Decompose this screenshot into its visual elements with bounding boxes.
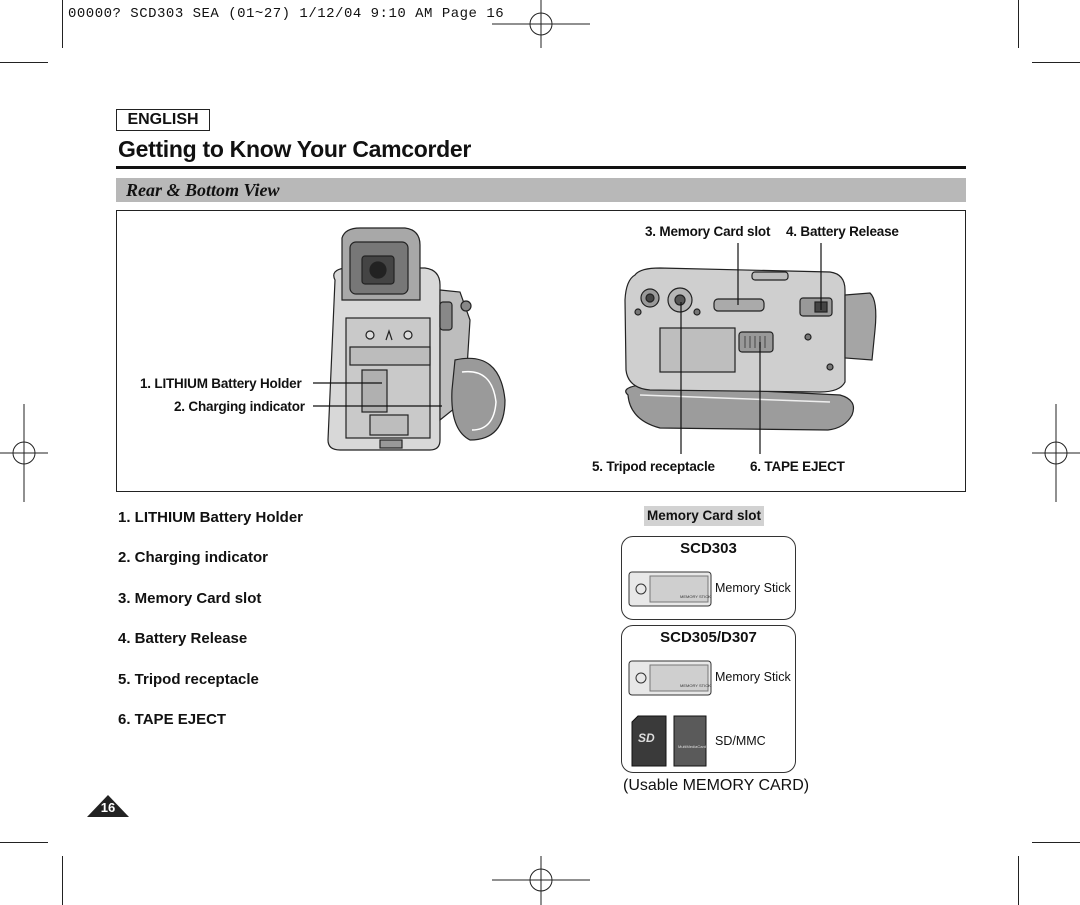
camcorder-rear-view bbox=[327, 227, 506, 451]
list-item: 4. Battery Release bbox=[118, 630, 248, 647]
usable-memory-card-note: (Usable MEMORY CARD) bbox=[623, 777, 810, 794]
page-title: Getting to Know Your Camcorder bbox=[118, 136, 472, 162]
figure-box bbox=[116, 210, 966, 492]
list-item: 1. LITHIUM Battery Holder bbox=[118, 509, 304, 526]
camcorder-bottom-view bbox=[624, 267, 877, 431]
sd-mmc-card-icon: SD MultiMediaCard bbox=[631, 715, 707, 767]
card-panel-scd305-d307: SCD305/D307 MEMORY STICK Memory Stick SD… bbox=[621, 625, 796, 773]
list-item: 3. Memory Card slot bbox=[118, 590, 262, 607]
memory-card-header: Memory Card slot bbox=[644, 506, 764, 526]
callout-tripod-receptacle: 5. Tripod receptacle bbox=[592, 459, 715, 474]
memory-stick-icon: MEMORY STICK bbox=[628, 660, 712, 696]
callout-memory-card-slot: 3. Memory Card slot bbox=[645, 224, 771, 239]
print-slug: 00000? SCD303 SEA (01~27) 1/12/04 9:10 A… bbox=[68, 6, 505, 22]
card-panel-scd303: SCD303 MEMORY STICK Memory Stick bbox=[621, 536, 796, 620]
panel-model-title: SCD303 bbox=[680, 540, 737, 557]
panel-model-title: SCD305/D307 bbox=[660, 629, 757, 646]
page-number-shape bbox=[87, 795, 129, 817]
title-rule bbox=[116, 166, 966, 169]
memory-stick-icon: MEMORY STICK bbox=[628, 571, 712, 607]
callout-lithium-battery-holder: 1. LITHIUM Battery Holder bbox=[140, 376, 302, 391]
svg-text:MEMORY STICK: MEMORY STICK bbox=[680, 683, 711, 688]
callout-tape-eject: 6. TAPE EJECT bbox=[750, 459, 845, 474]
card-label: Memory Stick bbox=[715, 670, 791, 684]
card-label: Memory Stick bbox=[715, 581, 791, 595]
list-item: 6. TAPE EJECT bbox=[118, 711, 227, 728]
page-number: 16 bbox=[100, 800, 116, 815]
callout-battery-release: 4. Battery Release bbox=[786, 224, 899, 239]
svg-text:MEMORY STICK: MEMORY STICK bbox=[680, 594, 711, 599]
language-badge: ENGLISH bbox=[116, 109, 210, 131]
callout-charging-indicator: 2. Charging indicator bbox=[174, 399, 305, 414]
callout-leader-lines bbox=[313, 243, 822, 454]
svg-text:MultiMediaCard: MultiMediaCard bbox=[678, 744, 706, 749]
list-item: 2. Charging indicator bbox=[118, 549, 269, 566]
section-title: Rear & Bottom View bbox=[126, 180, 280, 200]
card-label: SD/MMC bbox=[715, 734, 766, 748]
section-bar: Rear & Bottom View bbox=[116, 178, 966, 202]
svg-text:SD: SD bbox=[638, 731, 655, 745]
list-item: 5. Tripod receptacle bbox=[118, 671, 259, 688]
